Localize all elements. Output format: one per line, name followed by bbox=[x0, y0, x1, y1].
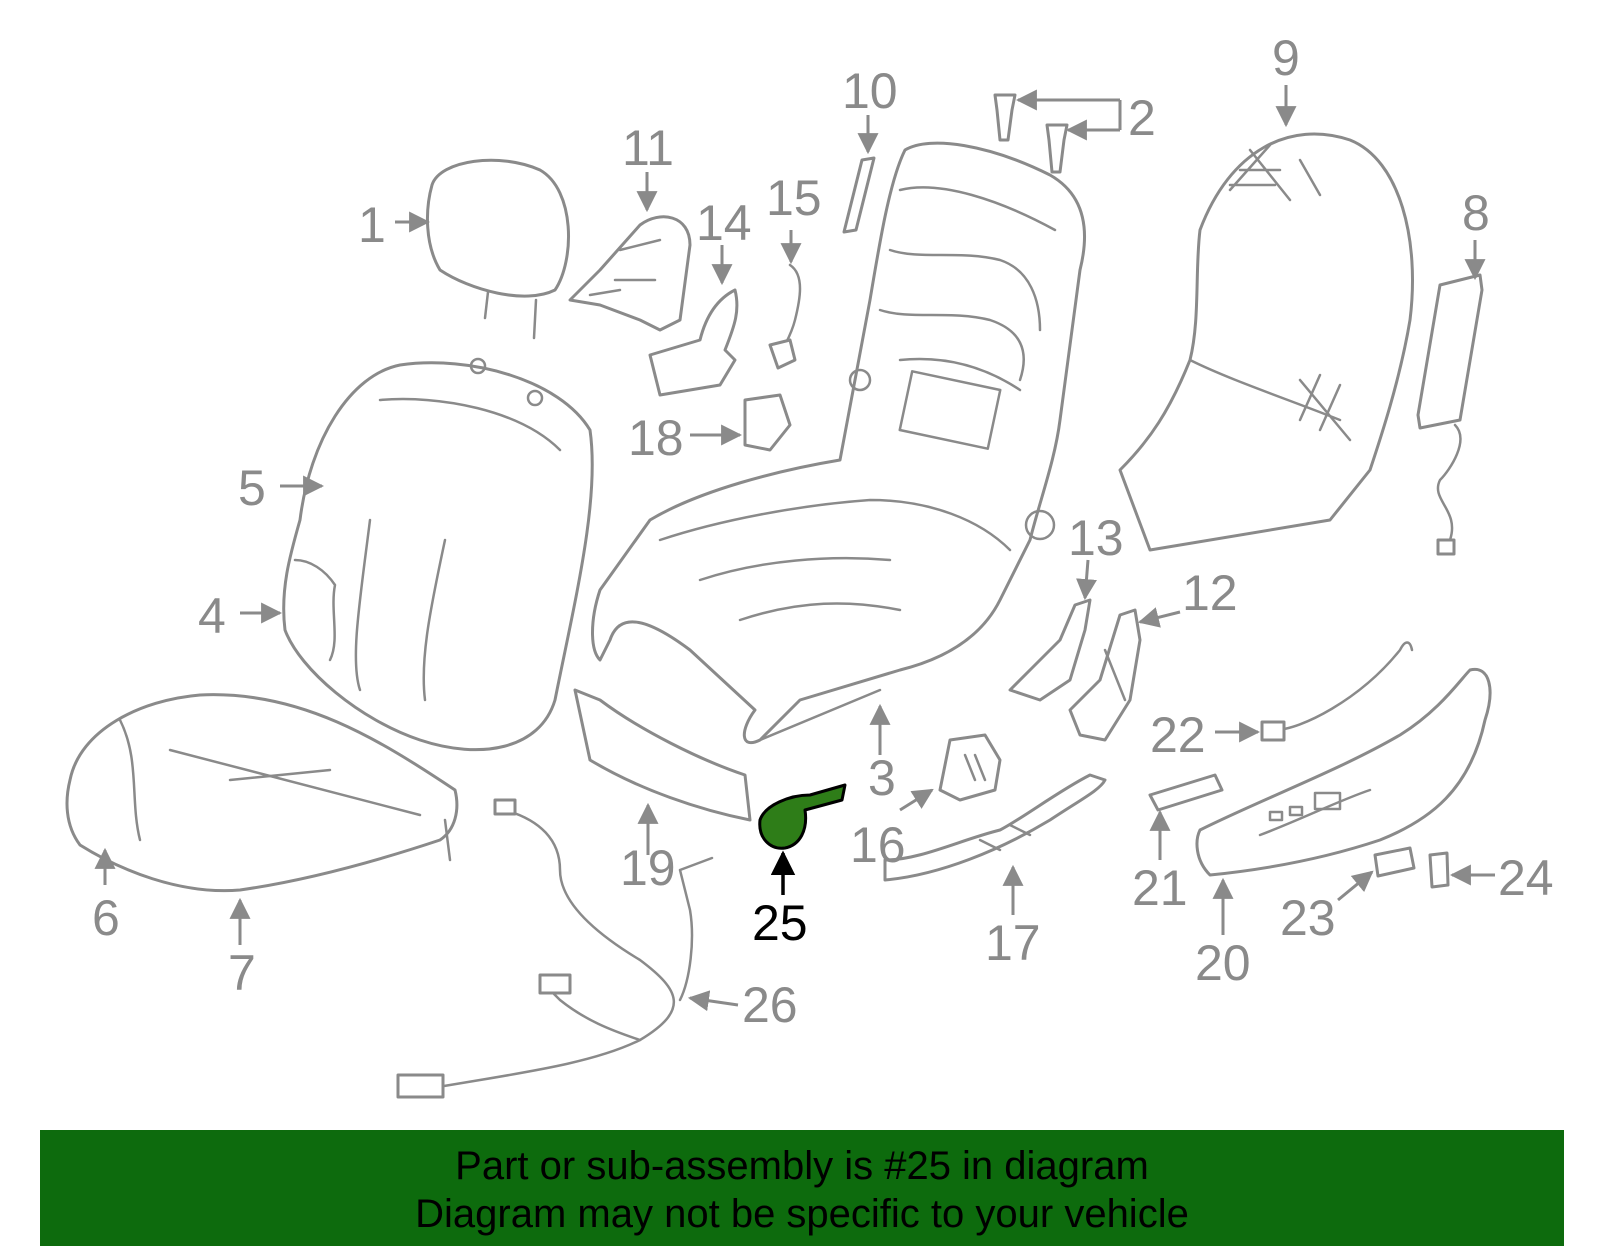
part-16-bracket bbox=[938, 733, 1002, 802]
part-18-clip bbox=[743, 393, 792, 452]
callout-3: 3 bbox=[868, 750, 896, 806]
callout-labels: 1 2 3 4 5 6 7 8 9 10 11 12 13 14 15 16 1… bbox=[92, 30, 1554, 1033]
callout-21: 21 bbox=[1132, 860, 1188, 916]
callout-1: 1 bbox=[358, 197, 386, 253]
callout-25: 25 bbox=[752, 895, 808, 951]
part-22-harness-connector bbox=[1260, 641, 1414, 742]
callout-4: 4 bbox=[198, 588, 226, 644]
callout-10: 10 bbox=[842, 63, 898, 119]
callout-15: 15 bbox=[766, 170, 822, 226]
part-8-airbag-module bbox=[1416, 273, 1484, 556]
callout-11: 11 bbox=[622, 120, 674, 176]
part-5-seatback-cover bbox=[282, 357, 594, 752]
part-25-highlight bbox=[758, 783, 847, 850]
callout-8: 8 bbox=[1462, 185, 1490, 241]
callout-16: 16 bbox=[850, 817, 906, 873]
callout-18: 18 bbox=[628, 410, 684, 466]
part-11-trim-cover bbox=[568, 215, 692, 332]
leader-lines bbox=[94, 85, 1495, 1012]
part-17-side-trim bbox=[883, 773, 1107, 882]
part-2-clips bbox=[993, 93, 1069, 174]
callout-12: 12 bbox=[1182, 565, 1238, 621]
part-12-bracket bbox=[1068, 608, 1142, 742]
part-19-finisher bbox=[573, 688, 752, 822]
part-1-headrest bbox=[425, 158, 570, 340]
part-24-knob bbox=[1428, 851, 1450, 889]
part-3-seat-frame bbox=[591, 141, 1087, 745]
part-14-side-shield bbox=[648, 288, 739, 397]
part-9-seatback-panel bbox=[1118, 132, 1414, 552]
callout-26: 26 bbox=[742, 977, 798, 1033]
callout-7: 7 bbox=[228, 945, 256, 1001]
part-15-cable bbox=[768, 263, 802, 370]
callout-20: 20 bbox=[1195, 935, 1251, 991]
part-21-switch bbox=[1148, 773, 1224, 812]
part-13-bracket bbox=[1008, 598, 1092, 702]
part-25-cover bbox=[758, 783, 847, 850]
part-26-wire-harness bbox=[396, 798, 714, 1099]
callout-13: 13 bbox=[1068, 510, 1124, 566]
callout-23: 23 bbox=[1280, 890, 1336, 946]
banner-line-2: Diagram may not be specific to your vehi… bbox=[415, 1192, 1189, 1236]
callout-14: 14 bbox=[696, 195, 752, 251]
callout-24: 24 bbox=[1498, 850, 1554, 906]
banner-line-1: Part or sub-assembly is #25 in diagram bbox=[455, 1144, 1149, 1188]
callout-6: 6 bbox=[92, 890, 120, 946]
callout-22: 22 bbox=[1150, 707, 1206, 763]
part-20-side-finisher bbox=[1195, 667, 1492, 877]
callout-5: 5 bbox=[238, 460, 266, 516]
notice-banner: Part or sub-assembly is #25 in diagram D… bbox=[40, 1130, 1564, 1246]
callout-2: 2 bbox=[1128, 90, 1156, 146]
callout-9: 9 bbox=[1272, 30, 1300, 86]
callout-19: 19 bbox=[620, 840, 676, 896]
part-23-knob bbox=[1373, 846, 1416, 878]
part-10-latch-bar bbox=[842, 156, 876, 234]
callout-17: 17 bbox=[985, 915, 1041, 971]
